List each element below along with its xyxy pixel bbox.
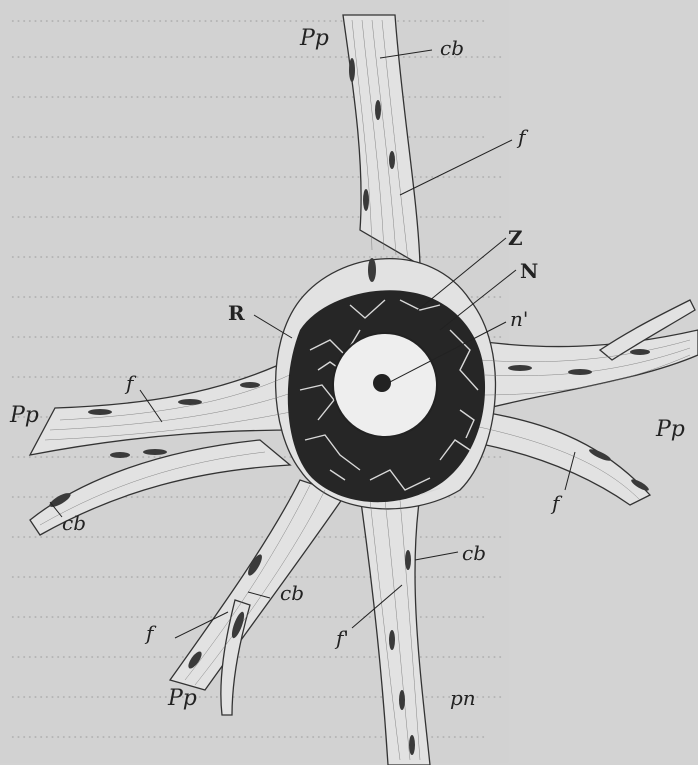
label-cb-lower: cb bbox=[280, 581, 304, 605]
svg-text:……………………………………………………………………………: …………………………………………………………………………… bbox=[10, 83, 503, 102]
label-pp-bottom-left: Pp bbox=[167, 686, 197, 711]
label-pp-top: Pp bbox=[299, 26, 329, 51]
svg-text:…………………………………………………………………………: ………………………………………………………………………… bbox=[10, 7, 486, 26]
svg-text:……………………………………………………………………………: …………………………………………………………………………… bbox=[10, 683, 503, 702]
label-cb-mid: cb bbox=[462, 541, 486, 565]
svg-text:……………………………………………………………………………: …………………………………………………………………………… bbox=[10, 643, 503, 662]
svg-text:……………………………………………………………………………: …………………………………………………………………………… bbox=[10, 203, 503, 222]
label-f-axon: f' bbox=[334, 626, 349, 650]
label-pp-left: Pp bbox=[9, 403, 39, 428]
label-r: R bbox=[228, 301, 245, 325]
svg-text:……………………………………………………………………………: …………………………………………………………………………… bbox=[10, 43, 503, 62]
label-n: N bbox=[520, 259, 538, 283]
label-z: Z bbox=[508, 226, 523, 250]
label-n-prime: n' bbox=[510, 307, 528, 331]
label-cb-left: cb bbox=[62, 511, 86, 535]
label-pn-axon: pn bbox=[450, 686, 476, 710]
label-pp-right: Pp bbox=[655, 417, 685, 442]
svg-text:…………………………………………………………………………: ………………………………………………………………………… bbox=[10, 123, 486, 142]
svg-text:……………………………………………………………………………: …………………………………………………………………………… bbox=[10, 163, 503, 182]
label-cb-top: cb bbox=[440, 36, 464, 60]
